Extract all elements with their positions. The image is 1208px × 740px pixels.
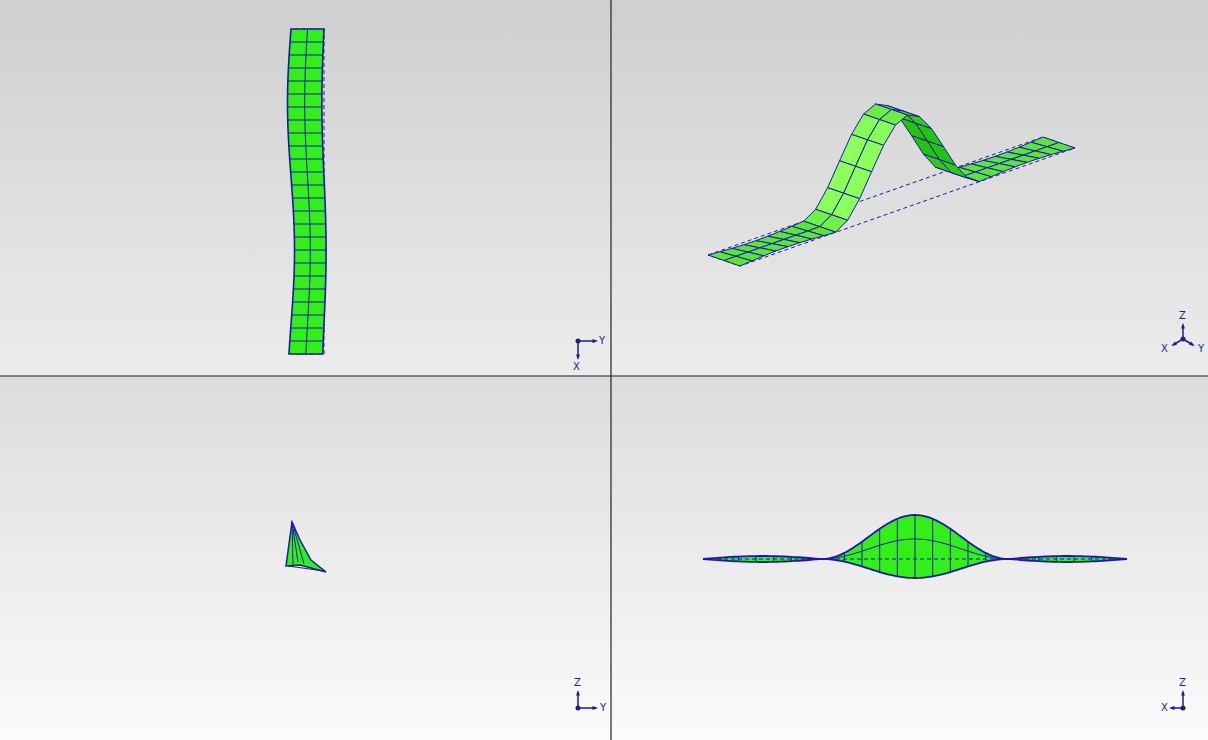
mesh-line [879,529,880,572]
mesh-line [968,542,969,567]
axis-arrowhead [576,354,580,360]
mesh-line [1091,557,1092,562]
mesh-line [950,529,951,572]
mesh-element [724,256,752,266]
undeformed-outline [708,137,1075,266]
axis-origin [576,706,581,711]
viewport-divider [0,375,1208,376]
axis-arrowhead [1181,323,1185,329]
mesh-line [738,557,739,562]
axis-label: Y [1198,343,1204,354]
top-view-strip [288,29,327,354]
axis-origin [1181,706,1186,711]
axis-label: Y [599,335,605,346]
axis-origin [576,339,581,344]
axis-arrowhead [592,706,598,710]
mesh-line [1021,558,1022,560]
axis-arrowhead [1169,706,1175,710]
mesh-line [915,515,916,578]
mesh-element [844,166,872,198]
axis-label: Y [600,702,606,713]
axis-arrowhead [1189,342,1195,346]
mesh-line [773,556,774,562]
axis-arrowhead [592,339,598,343]
mesh-line [932,519,933,577]
mesh-element [856,140,884,172]
axis-label: X [1161,702,1168,713]
side-view-strip [703,515,1127,578]
mesh-line [897,519,898,577]
mesh-line [292,522,298,562]
mesh-line [985,553,986,562]
mesh-line [720,558,721,561]
axis-origin [1181,337,1186,342]
mesh-element [963,172,991,182]
axis-label: X [573,361,580,372]
viewport-divider [610,0,611,740]
iso-view-strip [708,104,1075,266]
mesh-line [862,542,863,567]
mesh-line [292,522,304,564]
mesh-line [305,29,311,354]
axis-label: Z [1179,310,1186,321]
top-viewports [0,0,1208,376]
mesh-line [822,539,1009,559]
axis-triads [576,323,1195,711]
mesh-line [1109,558,1110,561]
mesh-line [791,557,792,561]
axis-label: X [1161,343,1168,354]
bottom-viewports [0,376,1208,740]
deformed-strip [286,522,326,572]
mesh-line [1038,557,1039,561]
mesh-line [844,553,845,562]
axis-label: Z [1179,677,1186,688]
mesh-line [809,558,810,560]
mesh-line [756,556,757,562]
mesh-line [1074,556,1075,562]
deformed-strip [703,515,1127,578]
mesh-line [1056,556,1057,562]
axis-label: Z [574,677,581,688]
axis-arrowhead [576,690,580,696]
axis-arrowhead [1181,690,1185,696]
deformed-strip [288,29,327,354]
end-view-strip [286,522,326,572]
axis-arrowhead [1171,342,1177,346]
mesh-line [288,566,324,571]
